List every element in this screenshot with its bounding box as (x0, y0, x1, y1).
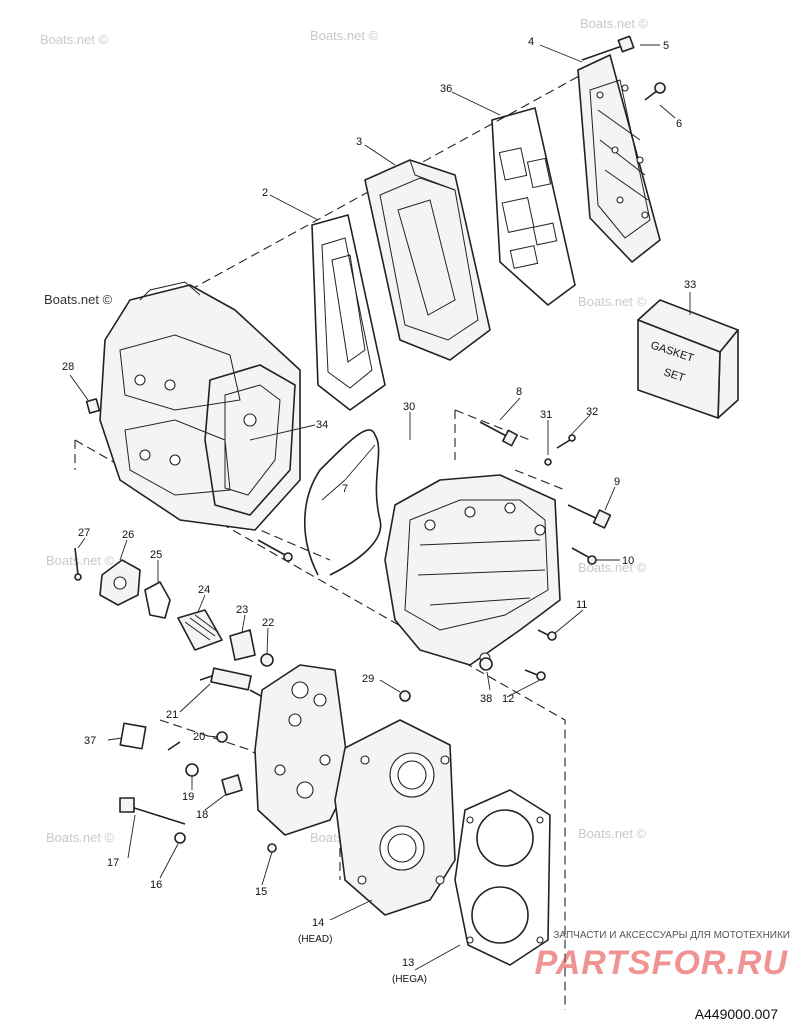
plug-screw (399, 690, 411, 702)
callout-21: 21 (166, 709, 178, 721)
callout-13: 13 (402, 957, 414, 969)
cylinder-head (334, 719, 456, 916)
callout-3: 3 (356, 136, 362, 148)
callout-34: 34 (316, 419, 328, 431)
head-cover-plate (254, 664, 351, 836)
callout-19: 19 (182, 791, 194, 803)
callout-9: 9 (614, 476, 620, 488)
thermostat-assembly (74, 547, 274, 667)
callout-31: 31 (540, 409, 552, 421)
callout-2: 2 (262, 187, 268, 199)
watermark: Boats.net © (578, 560, 647, 575)
callout-13-caption: (HEGA) (392, 974, 427, 985)
brand-logo: PARTSFOR.RU (534, 944, 788, 982)
callout-18: 18 (196, 809, 208, 821)
callout-6: 6 (676, 118, 682, 130)
screw (544, 458, 552, 466)
watermark: Boats.net © (40, 32, 109, 47)
watermark: Boats.net © (46, 830, 115, 845)
callout-37: 37 (84, 735, 96, 747)
brand-tagline: ЗАПЧАСТИ И АКСЕССУАРЫ ДЛЯ МОТОТЕХНИКИ (553, 930, 790, 941)
callout-29: 29 (362, 673, 374, 685)
callout-10: 10 (622, 555, 634, 567)
callout-12: 12 (502, 693, 514, 705)
callout-8: 8 (516, 386, 522, 398)
watermark: Boats.net © (578, 294, 647, 309)
cover-bolt (581, 35, 635, 61)
cover-bolt-small (644, 82, 666, 101)
bypass-hose (303, 429, 382, 576)
callout-36: 36 (440, 83, 452, 95)
callout-labels: 4 5 36 6 3 2 33 28 34 30 8 31 32 7 9 27 … (62, 36, 696, 985)
callout-38: 38 (480, 693, 492, 705)
gasket-set-box: GASKET SET (637, 299, 739, 419)
diagram-reference-code: A449000.007 (694, 1006, 778, 1022)
callout-14: 14 (312, 917, 324, 929)
cylinder-block (99, 281, 301, 531)
spark-plug (199, 667, 269, 701)
callout-16: 16 (150, 879, 162, 891)
callout-25: 25 (150, 549, 162, 561)
exhaust-cover-plate (577, 54, 661, 263)
callout-33: 33 (684, 279, 696, 291)
callout-11: 11 (576, 599, 587, 611)
watermark: Boats.net © (46, 553, 115, 568)
fasteners-right (479, 421, 612, 681)
callout-30: 30 (403, 401, 415, 413)
callout-7: 7 (342, 483, 348, 495)
head-gasket (454, 789, 551, 966)
watermark: Boats.net © (310, 28, 379, 43)
callout-15: 15 (255, 886, 267, 898)
small-gasket (119, 722, 147, 750)
watermark: Boats.net © (44, 292, 113, 307)
cover-gasket (491, 107, 576, 306)
callout-27: 27 (78, 527, 90, 539)
block-bolt (257, 539, 293, 562)
dowel-pin (85, 398, 101, 414)
callout-14-caption: (HEAD) (298, 934, 332, 945)
callout-24: 24 (198, 584, 210, 596)
callout-4: 4 (528, 36, 534, 48)
watermark: Boats.net © (578, 826, 647, 841)
callout-17: 17 (107, 857, 119, 869)
leader-lines (69, 44, 691, 971)
crankcase-half (384, 474, 561, 666)
watermark: Boats.net © (580, 16, 649, 31)
fasteners-left (119, 731, 277, 853)
seal-38 (479, 657, 493, 671)
exhaust-plate (364, 159, 491, 361)
callout-20: 20 (193, 731, 205, 743)
callout-22: 22 (262, 617, 274, 629)
callout-5: 5 (663, 40, 669, 52)
callout-28: 28 (62, 361, 74, 373)
callout-32: 32 (586, 406, 598, 418)
exhaust-plate-gasket (311, 214, 386, 411)
callout-23: 23 (236, 604, 248, 616)
callout-26: 26 (122, 529, 134, 541)
